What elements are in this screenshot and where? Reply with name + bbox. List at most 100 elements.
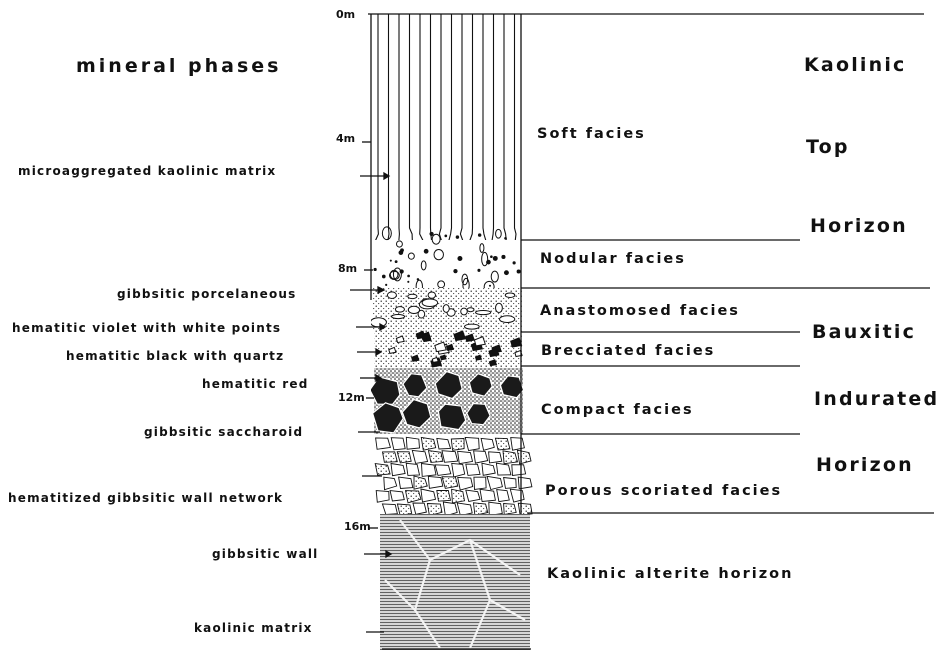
porous-cell — [406, 437, 419, 449]
phase-label: hematitic violet with white points — [12, 321, 281, 335]
nodule-dot — [400, 269, 404, 273]
anastomosed-blob — [370, 318, 386, 327]
depth-label-8: 8m — [338, 262, 357, 275]
porous-cell — [406, 463, 419, 475]
porous-cell — [474, 451, 488, 463]
anastomosed-blob — [387, 292, 396, 299]
porous-cell — [489, 502, 503, 515]
porous-cell — [391, 438, 405, 450]
compact-block — [438, 404, 465, 429]
facies-label: Porous scoriated facies — [545, 483, 782, 499]
porous-cell — [511, 438, 525, 451]
nodule-dot — [493, 256, 498, 261]
soft-facies-line — [397, 14, 399, 246]
facies-label: Anastomosed facies — [540, 303, 740, 319]
porous-cell — [375, 464, 390, 476]
porous-cell — [497, 490, 510, 502]
soft-facies-line — [376, 14, 379, 264]
nodule-dot — [385, 284, 387, 286]
porous-cell — [376, 491, 389, 503]
anastomosed-blob — [395, 307, 404, 312]
soft-facies-line — [491, 14, 495, 258]
soft-facies-line — [504, 14, 507, 252]
facies-label: Compact facies — [541, 402, 694, 418]
nodule-dot — [429, 232, 433, 236]
nodule-dot — [504, 237, 507, 240]
diagram-title: mineral phases — [76, 55, 282, 77]
porous-cell — [422, 464, 437, 477]
nodule-dot — [490, 255, 493, 258]
depth-label-0: 0m — [336, 8, 355, 21]
anastomosed-blob — [467, 308, 474, 312]
depth-label-16: 16m — [344, 520, 371, 533]
porous-cell — [495, 438, 510, 450]
porous-cell — [504, 478, 517, 489]
anastomosed-blob — [505, 293, 515, 297]
depth-label-12: 12m — [338, 391, 365, 404]
soft-facies-line — [482, 14, 486, 270]
nodule-dot — [478, 233, 481, 236]
porous-cell — [390, 491, 404, 501]
porous-cell — [452, 489, 465, 503]
phase-label: gibbsitic porcelaneous — [117, 287, 297, 301]
anastomosed-blob — [408, 306, 419, 313]
porous-cell — [421, 437, 435, 450]
anastomosed-blob — [392, 314, 405, 318]
porous-cell — [391, 464, 405, 476]
anastomosed-blob — [443, 305, 449, 313]
horizon-label: Indurated — [814, 388, 939, 410]
soft-facies-line — [460, 14, 464, 264]
porous-cell — [504, 504, 517, 515]
nodule-dot — [407, 281, 409, 283]
horizon-label: Top — [806, 136, 850, 158]
nodule-dot — [399, 250, 404, 255]
anastomosed-blob — [476, 310, 491, 314]
porous-cell — [428, 476, 443, 488]
phase-label: hematitic black with quartz — [66, 349, 284, 363]
nodule-dot — [374, 268, 377, 271]
porous-cell — [397, 504, 411, 515]
nodule-dot — [444, 235, 447, 238]
porous-cell — [480, 489, 495, 501]
anastomosed-blob — [408, 294, 417, 298]
porous-cell — [474, 477, 486, 489]
soft-facies-line — [418, 14, 423, 246]
horizon-label: Horizon — [816, 454, 914, 476]
porous-cell — [452, 463, 465, 477]
phase-label: hematitic red — [202, 377, 309, 391]
porous-cell — [413, 503, 427, 514]
phase-label: hematitized gibbsitic wall network — [8, 491, 283, 505]
porous-cell — [451, 439, 464, 451]
soft-facies-line — [449, 14, 454, 258]
porous-cell — [466, 464, 480, 475]
nodule-dot — [407, 275, 410, 278]
soft-facies-line — [470, 14, 473, 252]
anastomosed-blob — [428, 292, 435, 298]
nodule-dot — [517, 270, 521, 274]
anastomosed-blob — [461, 308, 468, 315]
porous-cell — [399, 477, 413, 488]
depth-label-4: 4m — [336, 132, 355, 145]
nodule-dot — [382, 275, 386, 279]
nodule-dot — [456, 235, 459, 238]
porous-cell — [383, 452, 398, 463]
nodule-dot — [504, 270, 509, 275]
anastomosed-blob — [465, 324, 480, 329]
nodule-dot — [453, 269, 457, 273]
nodule-dot — [457, 256, 462, 261]
porous-cell — [429, 451, 443, 463]
horizon-labels: Kaolinic Top Horizon Bauxitic Indurated … — [804, 54, 939, 476]
porous-cell — [474, 503, 488, 516]
phase-label: kaolinic matrix — [194, 621, 313, 635]
nodule — [496, 229, 502, 238]
facies-label: Nodular facies — [540, 251, 686, 267]
horizon-label: Bauxitic — [812, 321, 916, 343]
porous-cell — [489, 452, 502, 463]
nodule-dot — [390, 260, 392, 262]
nodule-dot — [489, 285, 491, 287]
porous-cell — [466, 490, 480, 501]
profile-column — [370, 14, 532, 650]
facies-label: Brecciated facies — [541, 343, 715, 359]
facies-label: Soft facies — [537, 126, 646, 142]
anastomosed-blob — [422, 299, 437, 307]
